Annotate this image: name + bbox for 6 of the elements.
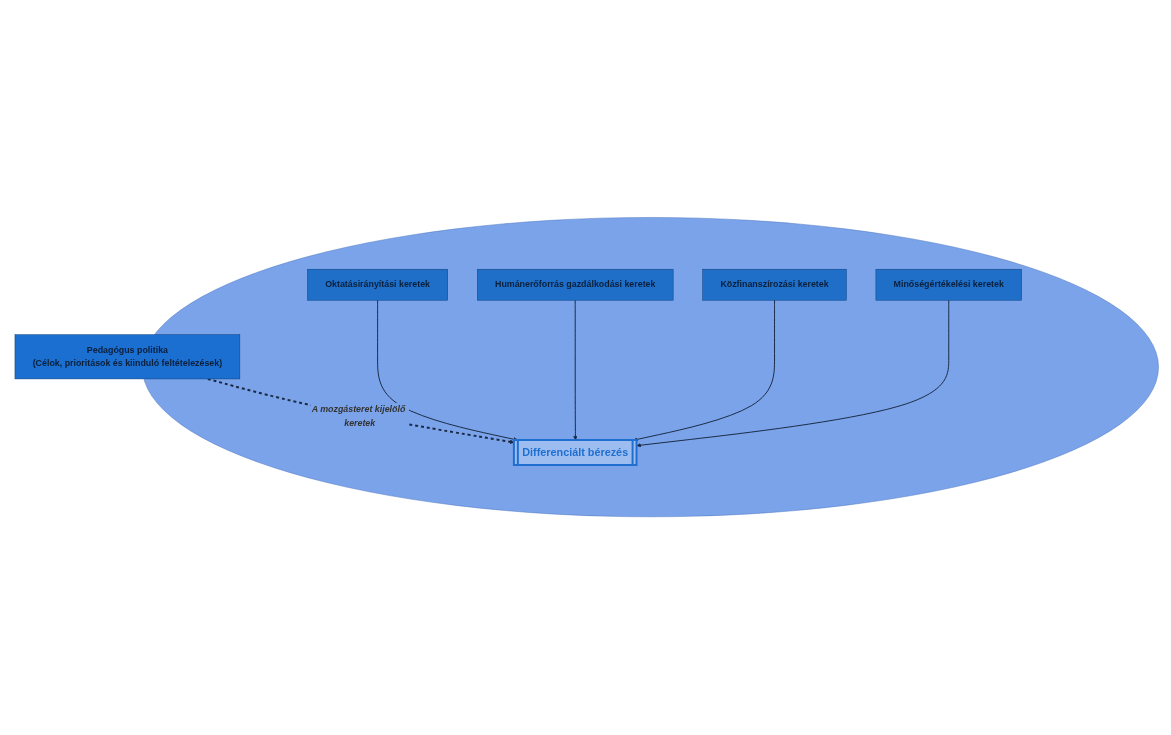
- node-box: Pedagógus politika (Célok, prioritások és kiinduló feltételezések): [14, 334, 240, 380]
- node-box: Oktatásirányítási keretek: [306, 269, 448, 301]
- node-box: Minőségértékelési keretek: [875, 269, 1022, 301]
- edge-label: A mozgásteret kijelölő keretek: [311, 404, 405, 429]
- node-box: Humánerőforrás gazdálkodási keretek: [476, 269, 673, 301]
- node-box: Közfinanszírozási keretek: [701, 269, 847, 301]
